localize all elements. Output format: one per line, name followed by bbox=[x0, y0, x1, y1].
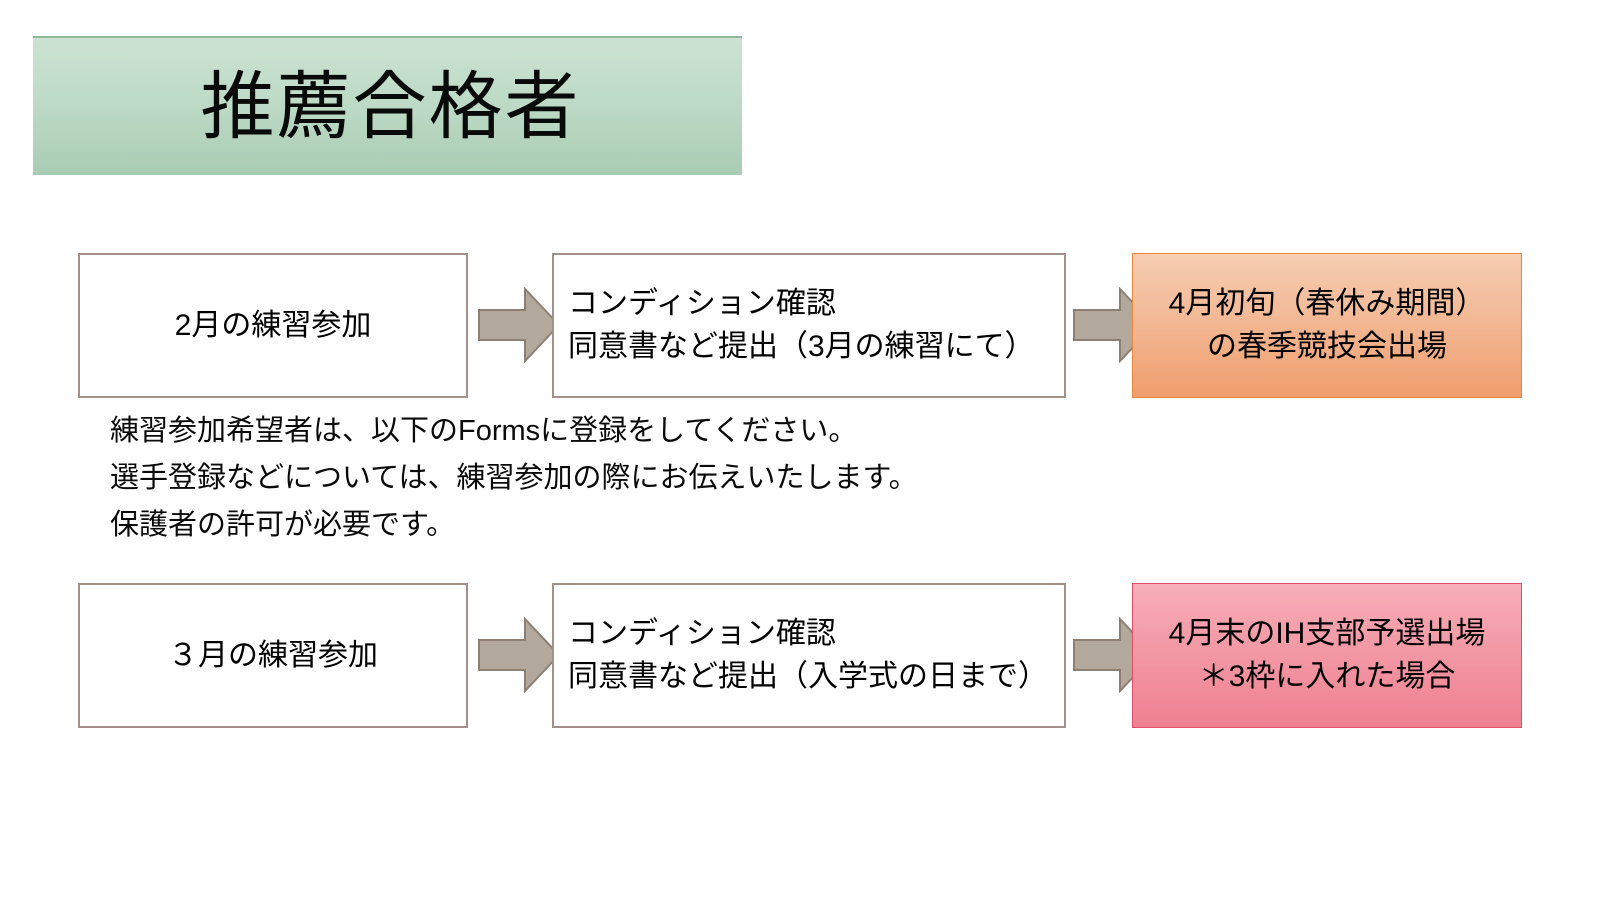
result-box-spring-meet[interactable]: 4月初旬（春休み期間） の春季競技会出場 bbox=[1132, 253, 1522, 398]
stage-box-february-label: 2月の練習参加 bbox=[174, 308, 372, 342]
detail-box-february[interactable]: コンディション確認 同意書など提出（3月の練習にて） bbox=[552, 253, 1066, 398]
result-box-ih-qualifier[interactable]: 4月末のIH支部予選出場 ＊3枠に入れた場合 bbox=[1132, 583, 1522, 728]
note-line-3: 保護者の許可が必要です。 bbox=[110, 509, 456, 541]
flow-row-march: ３月の練習参加 コンディション確認 同意書など提出（入学式の日まで） 4月末のI… bbox=[0, 583, 1600, 733]
stage-box-march[interactable]: ３月の練習参加 bbox=[78, 583, 468, 728]
stage-box-march-label: ３月の練習参加 bbox=[168, 638, 378, 672]
detail-box-march-label: コンディション確認 同意書など提出（入学式の日まで） bbox=[568, 616, 1048, 693]
page-title: 推薦合格者 bbox=[200, 64, 581, 148]
note-line-1: 練習参加希望者は、以下のFormsに登録をしてください。 bbox=[110, 415, 858, 447]
stage-box-february[interactable]: 2月の練習参加 bbox=[78, 253, 468, 398]
notes-block: 練習参加希望者は、以下のFormsに登録をしてください。 選手登録などについては… bbox=[110, 408, 1010, 549]
detail-box-february-label: コンディション確認 同意書など提出（3月の練習にて） bbox=[568, 286, 1035, 363]
right-arrow-icon bbox=[478, 617, 560, 693]
title-banner: 推薦合格者 bbox=[33, 36, 742, 175]
result-box-spring-meet-label: 4月初旬（春休み期間） の春季競技会出場 bbox=[1168, 286, 1486, 363]
flow-row-february: 2月の練習参加 コンディション確認 同意書など提出（3月の練習にて） 4月初旬（… bbox=[0, 253, 1600, 403]
detail-box-march[interactable]: コンディション確認 同意書など提出（入学式の日まで） bbox=[552, 583, 1066, 728]
note-line-2: 選手登録などについては、練習参加の際にお伝えいたします。 bbox=[110, 462, 918, 494]
result-box-ih-qualifier-label: 4月末のIH支部予選出場 ＊3枠に入れた場合 bbox=[1168, 616, 1486, 693]
right-arrow-icon bbox=[478, 287, 560, 363]
